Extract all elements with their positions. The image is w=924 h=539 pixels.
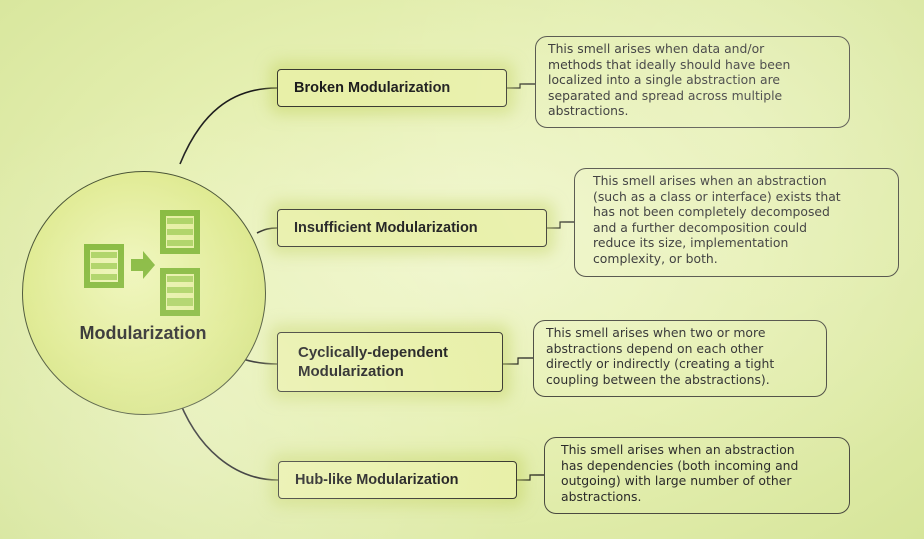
topic-label-line-1: Cyclically-dependent (298, 344, 449, 361)
central-title: Modularization (79, 323, 207, 343)
description-line: has dependencies (both incoming and (561, 457, 799, 473)
connector-desc-insufficient (547, 221, 574, 229)
topic-hub-like-modularization[interactable]: Hub-like Modularization (278, 461, 517, 499)
description-insufficient-modularization: This smell arises when an abstraction (s… (574, 168, 899, 277)
topic-cyclically-dependent-modularization[interactable]: Cyclically-dependent Modularization (277, 332, 503, 392)
description-line: localized into a single abstraction are (548, 72, 781, 87)
connector-insufficient (256, 227, 278, 234)
topic-label: Hub-like Modularization (295, 472, 459, 488)
topic-broken-modularization[interactable]: Broken Modularization (277, 69, 507, 107)
topic-label: Insufficient Modularization (294, 220, 478, 236)
description-line: (such as a class or interface) exists th… (593, 188, 841, 204)
description-line: and a further decomposition could (593, 219, 807, 235)
description-hub-like-modularization: This smell arises when an abstraction ha… (544, 437, 850, 514)
description-line: separated and spread across multiple (548, 87, 783, 103)
description-cyclically-dependent-modularization: This smell arises when two or more abstr… (533, 320, 827, 397)
description-line: coupling between the abstractions). (546, 371, 770, 387)
description-line: abstractions depend on each other (546, 340, 764, 356)
modules-arrow-icon (84, 210, 200, 316)
description-line: abstractions. (548, 103, 629, 118)
description-line: complexity, or both. (593, 250, 718, 266)
central-node (22, 171, 266, 415)
connector-desc-cyclic (503, 357, 533, 365)
description-line: methods that ideally should have been (548, 56, 791, 72)
description-line: This smell arises when two or more (546, 325, 766, 340)
description-line: This smell arises when data and/or (548, 41, 765, 56)
topic-label-line-2: Modularization (298, 363, 404, 380)
description-broken-modularization: This smell arises when data and/or metho… (535, 36, 850, 128)
connector-desc-hub-like (517, 474, 544, 481)
description-line: abstractions. (561, 488, 642, 504)
description-line: has not been completely decomposed (593, 204, 830, 219)
topic-label: Broken Modularization (294, 80, 451, 96)
connector-hub-like (175, 391, 279, 481)
description-line: This smell arises when an abstraction (593, 173, 827, 188)
description-line: This smell arises when an abstraction (561, 442, 795, 457)
description-line: reduce its size, implementation (593, 235, 789, 250)
description-line: outgoing) with large number of other (561, 473, 792, 488)
connector-broken (179, 87, 278, 165)
topic-insufficient-modularization[interactable]: Insufficient Modularization (277, 209, 547, 247)
description-line: directly or indirectly (creating a tight (546, 356, 775, 371)
connector-desc-broken (507, 83, 535, 89)
